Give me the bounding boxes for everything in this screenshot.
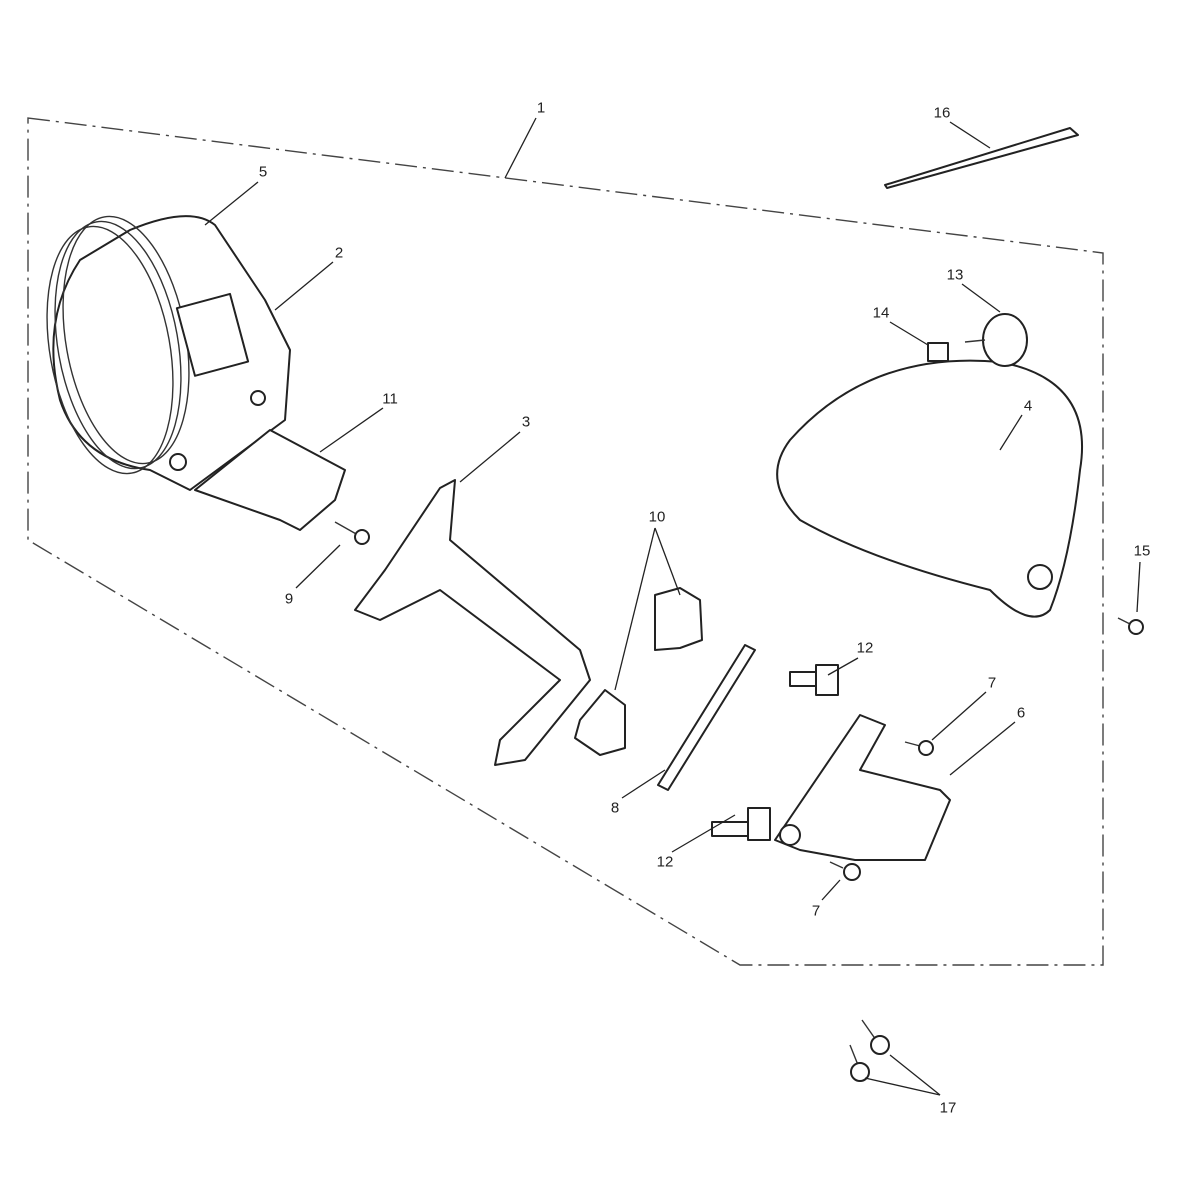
callout-label: 1 — [536, 99, 546, 117]
spring-part — [927, 342, 949, 362]
assembly-boundary — [27, 117, 1104, 966]
rubber-mount-part — [574, 689, 626, 756]
callout-label: 12 — [856, 639, 874, 657]
rubber-mount-part — [654, 587, 703, 651]
screw-part — [334, 521, 370, 545]
bolt-part — [849, 1044, 870, 1082]
bracket-part — [194, 429, 346, 531]
leader-lines — [204, 117, 1141, 1096]
instrument-housing-part — [46, 215, 291, 491]
callout-label: 17 — [939, 1099, 957, 1117]
bolt-part — [789, 664, 839, 696]
callout-label: 3 — [521, 413, 531, 431]
callout-label: 10 — [648, 508, 666, 526]
callout-label: 15 — [1133, 542, 1151, 560]
bolt-part — [861, 1019, 890, 1055]
callout-label: 7 — [811, 902, 821, 920]
callout-label: 5 — [258, 163, 268, 181]
callout-label: 12 — [656, 853, 674, 871]
screw-part — [904, 740, 934, 756]
headlamp-cover-part — [776, 359, 1084, 618]
callout-label: 9 — [284, 590, 294, 608]
callout-label: 16 — [933, 104, 951, 122]
bolt-part — [711, 807, 771, 841]
callout-label: 8 — [610, 799, 620, 817]
pin-part — [884, 127, 1079, 189]
lower-bracket-part — [774, 714, 951, 861]
grommet-part — [964, 313, 1028, 367]
strip-part — [657, 644, 756, 791]
screw-part — [829, 861, 861, 881]
screw-part — [1117, 617, 1144, 635]
cover-hole — [1027, 564, 1053, 590]
callout-label: 2 — [334, 244, 344, 262]
callout-label: 14 — [872, 304, 890, 322]
callout-label: 6 — [1016, 704, 1026, 722]
mounting-bracket-part — [354, 479, 591, 766]
callout-label: 11 — [382, 390, 398, 408]
callout-label: 13 — [946, 266, 964, 284]
callout-label: 4 — [1023, 397, 1033, 415]
callout-label: 7 — [987, 674, 997, 692]
